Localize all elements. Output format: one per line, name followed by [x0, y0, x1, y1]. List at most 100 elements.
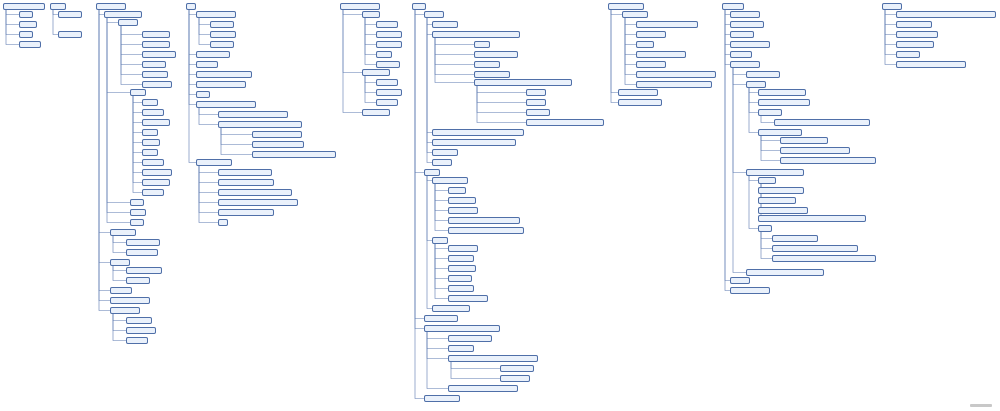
tree-node	[142, 31, 170, 38]
tree-edge	[450, 362, 500, 369]
tree-node	[376, 99, 398, 106]
tree-node	[96, 3, 126, 10]
tree-edge	[732, 68, 746, 75]
tree-node	[142, 51, 176, 58]
tree-edge	[198, 18, 210, 35]
tree-node	[448, 187, 466, 194]
tree-edge	[426, 332, 448, 349]
tree-node	[758, 197, 796, 204]
tree-edge	[112, 236, 126, 243]
tree-node	[896, 11, 996, 18]
tree-edge	[434, 184, 448, 191]
tree-node	[19, 21, 37, 28]
tree-node	[19, 31, 33, 38]
tree-edge	[624, 18, 636, 85]
tree-edge	[364, 18, 376, 55]
tree-edge	[364, 18, 376, 45]
tree-node	[196, 159, 232, 166]
tree-node	[758, 89, 806, 96]
tree-edge	[112, 314, 126, 331]
tree-node	[758, 177, 776, 184]
tree-edge	[624, 18, 636, 25]
tree-node	[730, 277, 750, 284]
tree-edge	[760, 136, 780, 151]
tree-node	[142, 179, 170, 186]
tree-edge	[188, 10, 196, 65]
tree-edge	[198, 18, 210, 25]
tree-node	[218, 189, 292, 196]
tree-edge	[426, 332, 448, 359]
tree-node	[448, 355, 538, 362]
tree-node	[218, 219, 228, 226]
tree-node	[218, 199, 298, 206]
tree-edge	[106, 18, 130, 203]
tree-edge	[624, 18, 636, 45]
tree-node	[376, 31, 402, 38]
tree-node	[252, 151, 336, 158]
tree-edge	[426, 332, 448, 339]
tree-edge	[198, 108, 218, 125]
tree-edge	[426, 18, 432, 163]
tree-node	[196, 71, 252, 78]
tree-node	[474, 51, 518, 58]
tree-edge	[98, 10, 110, 233]
tree-edge	[434, 244, 448, 289]
tree-node	[130, 209, 146, 216]
tree-node	[474, 61, 500, 68]
tree-edge	[132, 96, 142, 173]
tree-edge	[724, 10, 730, 281]
tree-node	[780, 157, 876, 164]
tree-node	[126, 327, 156, 334]
tree-node	[758, 99, 810, 106]
tree-node	[196, 101, 256, 108]
tree-edge	[98, 10, 110, 263]
tree-node	[142, 109, 164, 116]
tree-node	[636, 31, 666, 38]
tree-node	[730, 21, 764, 28]
tree-node	[896, 31, 938, 38]
tree-edge	[132, 96, 142, 193]
tree-edge	[414, 10, 424, 399]
tree-node	[500, 375, 530, 382]
tree-edge	[434, 184, 448, 221]
tree-node	[772, 245, 858, 252]
tree-edge	[188, 10, 196, 15]
tree-node	[896, 21, 932, 28]
tree-node	[526, 119, 604, 126]
tree-edge	[188, 10, 196, 85]
tree-edge	[132, 96, 142, 183]
tree-edge	[884, 10, 896, 15]
tree-edge	[476, 86, 526, 103]
tree-node	[432, 31, 520, 38]
tree-node	[780, 137, 828, 144]
tree-node	[526, 89, 546, 96]
tree-node	[758, 109, 782, 116]
tree-node	[636, 21, 698, 28]
tree-node	[618, 89, 658, 96]
tree-edge	[364, 18, 376, 25]
tree-node	[126, 267, 162, 274]
tree-edge	[426, 176, 432, 309]
tree-edge	[364, 76, 376, 103]
tree-node	[432, 129, 524, 136]
tree-node	[196, 91, 210, 98]
tree-node	[772, 235, 818, 242]
tree-edge	[760, 232, 772, 259]
tree-edge	[132, 96, 142, 143]
tree-edge	[5, 10, 19, 35]
tree-edge	[724, 10, 730, 291]
tree-node	[424, 395, 460, 402]
tree-node	[432, 21, 458, 28]
tree-node	[424, 315, 458, 322]
tree-node	[58, 31, 82, 38]
tree-node	[448, 265, 476, 272]
tree-edge	[198, 166, 218, 213]
tree-node	[376, 51, 392, 58]
tree-node	[196, 61, 218, 68]
tree-edge	[760, 232, 772, 239]
tree-edge	[132, 96, 142, 113]
tree-edge	[434, 38, 474, 75]
tree-node	[362, 109, 390, 116]
tree-edge	[732, 68, 746, 173]
tree-edge	[198, 166, 218, 223]
